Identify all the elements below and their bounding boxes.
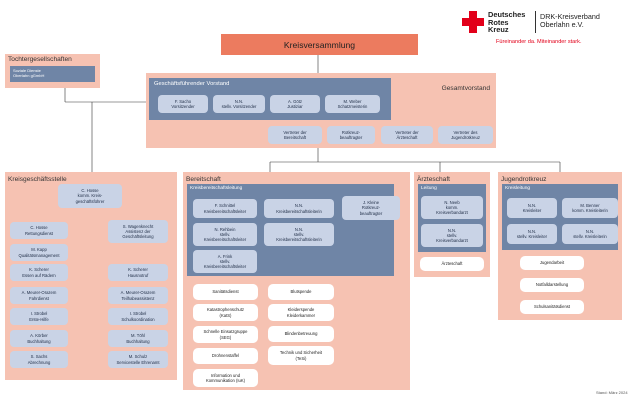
tochter-section: Tochtergesellschaften Soziale Dienste Ob… (5, 54, 100, 88)
jrk-item: Notfalldarstellung (520, 278, 584, 292)
vertreter-box: Vertreter der Bereitschaft (268, 126, 322, 144)
kgs-right-item: M. Schulz Servicestelle Ehrenamt (108, 351, 168, 368)
kgs-head: C. Hosse komm. Kreis- geschäftsführer (58, 184, 122, 208)
gf-vorstand-title: Geschäftsführender Vorstand (154, 81, 230, 87)
gv-member: M. Weber Schatzmeisterin (325, 95, 380, 113)
aerzte-leitung-title: Leitung (421, 186, 437, 191)
kgs-left-item: S. Sachs Abrechnung (10, 351, 68, 368)
jrk-item: Schulsanitätsdienst (520, 300, 584, 314)
gv-member: N.N. stellv. Vorsitzender (213, 95, 265, 113)
aerzte-leitung-member: N.N. stellv. Kreisverbandarzt (421, 224, 483, 247)
jrk-section: Jugendrotkreuz Kreisleitung (498, 172, 622, 320)
stand-date: Stand: März 2024 (596, 390, 628, 395)
kbl-member: F. Schnittel Kreisbereitschaftsleiter (193, 199, 257, 218)
kbl-member: N.N. Kreisbereitschaftsleiterin (264, 199, 334, 218)
dienst-item: Sanitätsdienst (193, 284, 258, 300)
kgs-right-item: A. Meurer-Orazem Teilhabeassistenz (108, 287, 168, 304)
kgs-right-item: I. Strobel Schulkoordination (108, 308, 168, 325)
dienst-item: Drohnenstaffel (193, 348, 258, 364)
dienst-item: Technik und Sicherheit (TeSi) (268, 346, 334, 365)
tochter-title: Tochtergesellschaften (8, 56, 72, 63)
kbl-member: N.N. stellv. Kreisbereitschaftsleiterin (264, 223, 334, 246)
gv-member: A. Götz Justiziar (270, 95, 320, 113)
gesamtvorstand-title: Gesamtvorstand (441, 85, 490, 92)
bereitschaft-title: Bereitschaft (186, 176, 221, 183)
kgs-right-item: S. Wagenknecht Assistenz der Geschäftsle… (108, 220, 168, 243)
kbl-member: A. Frink stellv. Kreisbereitschaftsleite… (193, 250, 257, 273)
jrk-leitung-member: N.N. stellv. Kreisleiterin (562, 224, 618, 244)
tochter-item: Soziale Dienste Oberlahn gGmbH (13, 68, 45, 78)
jrk-leitung-member: N.N. Kreisleiter (507, 198, 557, 218)
dienst-item: Information und Kommunikation (IuK) (193, 369, 258, 387)
aerzteschaft-title: Ärzteschaft (417, 176, 450, 183)
org-name: DRK-Kreisverband Oberlahn e.V. (540, 12, 600, 30)
kgs-title: Kreisgeschäftsstelle (8, 176, 67, 183)
jrk-leitung-member: M. Benner komm. Kreisleiterin (562, 198, 618, 218)
aerzte-leitung-member: N. Neeb komm. Kreisverbandarzt (421, 196, 483, 219)
jrk-leitung-title: Kreisleitung (505, 186, 531, 191)
drk-logo (462, 11, 484, 33)
kreisversammlung-box: Kreisversammlung (221, 34, 418, 55)
tochter-box: Soziale Dienste Oberlahn gGmbH (10, 66, 95, 82)
kgs-left-item: K. Scherer Essen auf Rädern (10, 264, 68, 281)
jrk-leitung-member: N.N. stellv. Kreisleiter (507, 224, 557, 244)
jrk-title: Jugendrotkreuz (501, 176, 547, 183)
dienst-item: Kleiderspende Kleiderkammer (268, 304, 334, 321)
kbl-member: N. Rehbein stellv. Kreisbereitschaftslei… (193, 223, 257, 246)
kreisversammlung-title: Kreisversammlung (283, 39, 356, 50)
aerzteschaft-item: Ärzteschaft (420, 257, 484, 271)
gv-member: F. Sacho Vorsitzender (158, 95, 208, 113)
rk-beauftragter: J. Kleine Rotkreuz- beauftragter (342, 196, 400, 220)
vertreter-box: Vertreter der Ärzteschaft (381, 126, 433, 144)
slogan: Füreinander da. Miteinander stark. (496, 39, 582, 45)
vertreter-box: Vertreter des Jugendrotkreuz (438, 126, 493, 144)
kbl-title: Kreisbereitschaftsleitung (190, 186, 243, 191)
dienst-item: Katastrophenschutz (KatS) (193, 304, 258, 321)
vertreter-box: Rotkreuz- beauftragter (327, 126, 375, 144)
kgs-left-item: A. Körber Buchhaltung (10, 330, 68, 347)
kgs-right-item: K. Scherer Hausnotruf (108, 264, 168, 281)
dienst-item: Schnelle Einsatzgruppe (SEG) (193, 326, 258, 343)
kgs-left-item: A. Meurer-Orazem Fahrdienst (10, 287, 68, 304)
kgs-right-item: M. Töhl Buchhaltung (108, 330, 168, 347)
dienst-item: Blutspende (268, 284, 334, 300)
jrk-item: Jugendarbeit (520, 256, 584, 270)
kgs-left-item: C. Hosse Rettungsdienst (10, 222, 68, 239)
kgs-left-item: M. Kapp Qualitätsmanagement (10, 244, 68, 261)
kgs-left-item: I. Strobel Erste-Hilfe (10, 308, 68, 325)
brand-name: Deutsches Rotes Kreuz (488, 10, 526, 35)
dienst-item: Blindenbetreuung (268, 326, 334, 342)
